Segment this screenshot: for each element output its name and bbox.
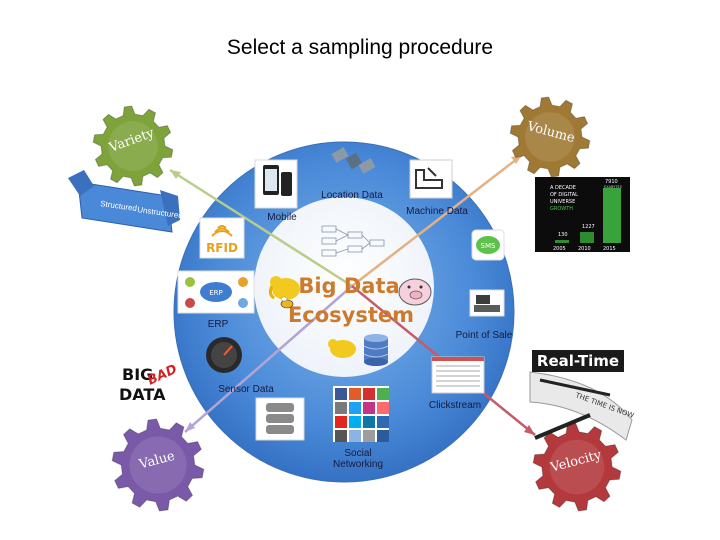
hadoop-elephant-icon	[268, 276, 300, 300]
label-social-line2: Networking	[333, 459, 383, 470]
gear-value-shape	[111, 418, 205, 512]
page-title: Select a sampling procedure	[226, 36, 494, 59]
machine-icon	[409, 159, 453, 199]
svg-text:SMS: SMS	[481, 242, 496, 250]
velocity-gear	[532, 422, 622, 512]
svg-text:DATA: DATA	[119, 385, 166, 404]
svg-text:2015: 2015	[603, 246, 616, 252]
elephant-icon	[328, 339, 356, 358]
svg-text:1227: 1227	[582, 224, 595, 230]
label-sensor-data: Sensor Data	[218, 384, 274, 395]
big-data-bad-logo: BIG DATA BAD	[119, 362, 180, 404]
hive-bee-icon	[280, 296, 294, 309]
svg-text:2005: 2005	[553, 246, 566, 252]
center-title-line1: Big Data	[298, 274, 399, 298]
erp-diagram-icon: ERP	[177, 270, 255, 314]
gear-volume-hub	[525, 112, 575, 162]
arrow-volume	[351, 154, 523, 287]
label-erp: ERP	[208, 319, 229, 330]
label-location-data: Location Data	[321, 190, 383, 201]
servers-icon	[255, 397, 305, 441]
mobile-icon	[254, 159, 298, 209]
database-icon	[363, 334, 389, 366]
pig-icon	[398, 278, 432, 306]
gear-volume-shape	[509, 96, 591, 178]
svg-text:BIG: BIG	[122, 365, 153, 384]
svg-text:A DECADE: A DECADE	[550, 185, 576, 191]
gear-variety-hub	[108, 121, 158, 171]
label-social-line1: Social	[344, 448, 371, 459]
label-point-of-sale: Point of Sale	[456, 330, 513, 341]
svg-text:RFID: RFID	[206, 241, 238, 255]
svg-text:UNIVERSE: UNIVERSE	[550, 199, 575, 205]
svg-text:7910: 7910	[605, 179, 618, 185]
volume-gear	[509, 96, 591, 178]
decade-growth-chart: A DECADE OF DIGITAL UNIVERSE GROWTH 130 …	[535, 177, 630, 252]
arrow-value	[184, 285, 353, 433]
center-title-line2: Ecosystem	[288, 303, 414, 327]
clickstream-icon	[431, 356, 485, 394]
gear-value-hub	[129, 436, 187, 494]
gear-variety-shape	[92, 105, 174, 187]
social-icons-grid	[333, 386, 389, 442]
pos-terminal-icon	[469, 289, 505, 317]
gear-velocity-hub	[549, 439, 605, 495]
network-diagram-icon	[321, 225, 385, 257]
sms-icon: SMS	[471, 229, 505, 261]
structured-unstructured-banner: Structured Unstructured	[68, 170, 183, 233]
svg-text:ERP: ERP	[209, 289, 223, 297]
label-machine-data: Machine Data	[406, 206, 468, 217]
variety-gear	[92, 105, 174, 187]
arrow-variety	[169, 168, 353, 288]
svg-text:OF DIGITAL: OF DIGITAL	[550, 192, 578, 198]
sensor-gauge-icon	[206, 337, 242, 373]
satellite-icon	[331, 147, 376, 174]
label-clickstream: Clickstream	[429, 400, 481, 411]
svg-text:130: 130	[558, 232, 568, 238]
label-mobile: Mobile	[267, 212, 297, 223]
gear-velocity-shape	[532, 422, 622, 512]
svg-text:GROWTH: GROWTH	[550, 206, 573, 212]
value-gear	[111, 418, 205, 512]
realtime-title: Real-Time	[537, 352, 619, 370]
svg-text:2010: 2010	[578, 246, 591, 252]
svg-text:EXABYTES: EXABYTES	[604, 185, 623, 189]
realtime-clock-image: Real-Time THE TIME IS NOW	[529, 350, 635, 441]
rfid-icon: RFID	[199, 217, 245, 259]
